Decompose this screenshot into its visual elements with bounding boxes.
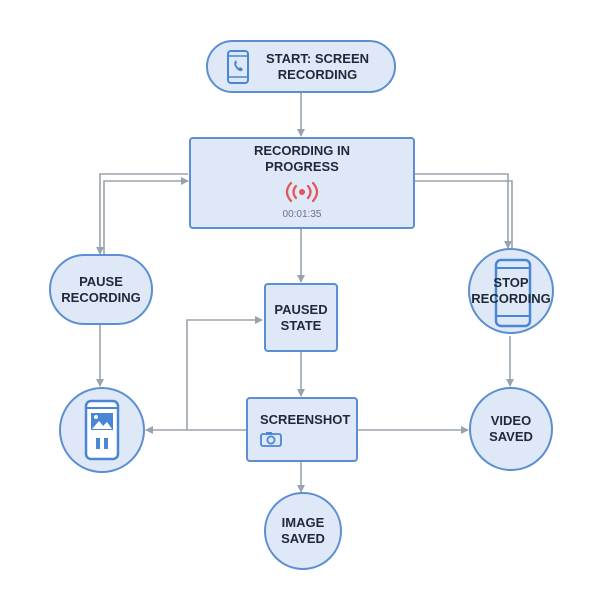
paused-state-node: PAUSED STATE bbox=[264, 283, 338, 352]
smartphone-icon bbox=[494, 258, 532, 328]
edge-gallery-to-paused bbox=[186, 316, 263, 430]
edge-recording-to-stop-2 bbox=[414, 180, 513, 248]
phone-call-icon bbox=[226, 49, 250, 84]
edge-recording-to-stop bbox=[414, 173, 512, 249]
stop-label: STOP RECORDING bbox=[471, 275, 551, 306]
recording-node: RECORDING IN PROGRESS 00:01:35 bbox=[189, 137, 415, 229]
paused-state-label: PAUSED STATE bbox=[274, 301, 328, 333]
stop-node: STOP RECORDING bbox=[468, 248, 554, 334]
image-saved-label: IMAGE SAVED bbox=[281, 515, 325, 546]
pause-node: PAUSE RECORDING bbox=[49, 254, 153, 325]
screenshot-label: SCREENSHOT bbox=[260, 412, 351, 427]
screenshot-node: SCREENSHOT bbox=[246, 397, 358, 462]
edge-recording-to-pause bbox=[96, 173, 188, 255]
gallery-node bbox=[59, 387, 145, 473]
phone-gallery-pause-icon bbox=[84, 399, 120, 461]
video-saved-node: VIDEO SAVED bbox=[469, 387, 553, 471]
pause-label: PAUSE RECORDING bbox=[61, 273, 141, 305]
video-saved-label: VIDEO SAVED bbox=[489, 413, 533, 444]
image-saved-node: IMAGE SAVED bbox=[264, 492, 342, 570]
edge-pause-to-recording bbox=[103, 177, 189, 254]
start-label: START: SCREEN RECORDING bbox=[266, 50, 370, 82]
camera-icon bbox=[260, 431, 282, 447]
recording-timer: 00:01:35 bbox=[282, 209, 322, 220]
recording-label: RECORDING IN PROGRESS bbox=[253, 143, 351, 174]
broadcast-icon bbox=[284, 181, 320, 203]
start-node: START: SCREEN RECORDING bbox=[206, 40, 396, 93]
